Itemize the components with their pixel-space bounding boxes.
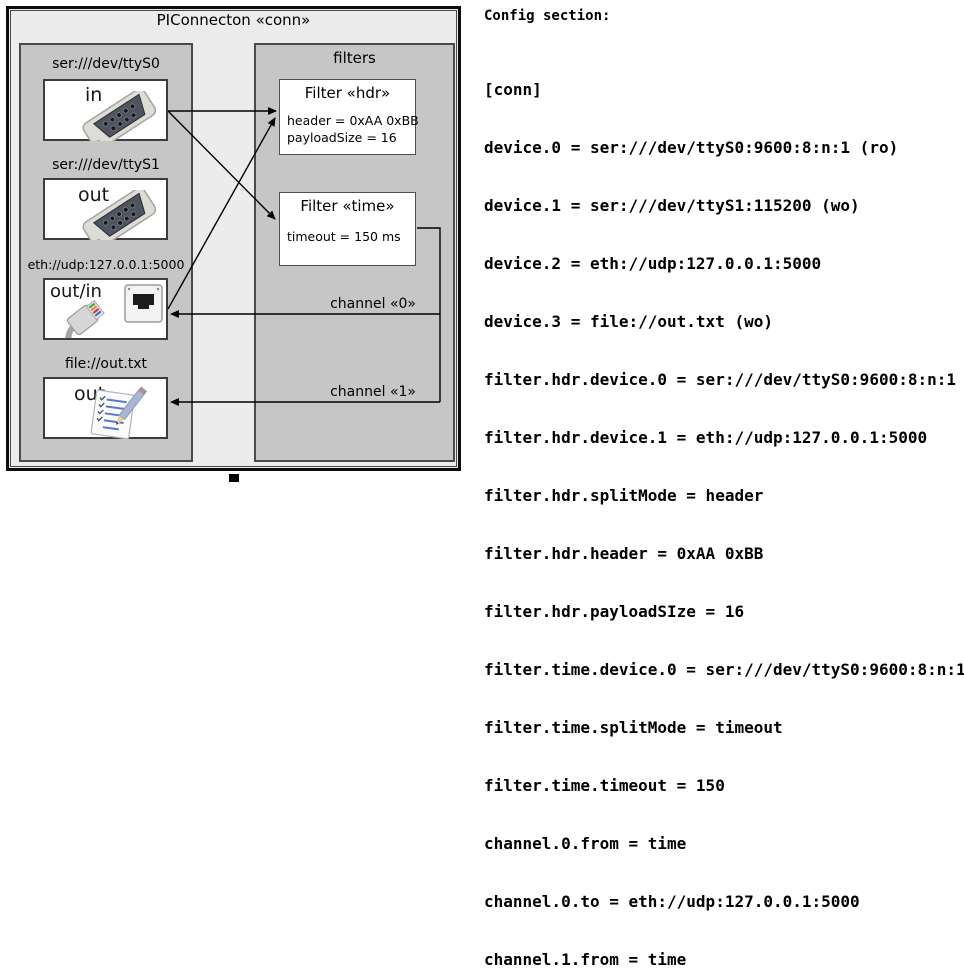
- config-line: filter.hdr.device.1 = eth://udp:127.0.0.…: [484, 427, 928, 447]
- device-box-eth: out/in: [43, 278, 168, 340]
- diagram-title: PIConnecton «conn»: [156, 11, 311, 29]
- filter-title: Filter «hdr»: [304, 84, 391, 102]
- config-line: filter.hdr.header = 0xAA 0xBB: [484, 543, 764, 563]
- config-line: device.3 = file://out.txt (wo): [484, 311, 773, 331]
- ethernet-icon: [65, 284, 163, 338]
- device-mode-label: out/in: [50, 281, 102, 302]
- device-mode-label: in: [85, 84, 103, 106]
- config-line: [conn]: [484, 79, 542, 99]
- filter-attr: header = 0xAA 0xBB: [287, 113, 419, 128]
- device-box-ttyS0: in: [43, 79, 168, 141]
- config-line: filter.hdr.device.0 = ser:///dev/ttyS0:9…: [484, 369, 957, 389]
- serial-connector-icon: [82, 190, 157, 240]
- device-box-ttyS1: out: [43, 178, 168, 240]
- config-line: device.1 = ser:///dev/ttyS1:115200 (wo): [484, 195, 860, 215]
- device-uri-label: ser:///dev/ttyS1: [52, 157, 160, 173]
- config-line: channel.0.to = eth://udp:127.0.0.1:5000: [484, 892, 860, 912]
- config-line: channel.0.from = time: [484, 834, 687, 854]
- config-line: filter.hdr.splitMode = header: [484, 485, 764, 505]
- filter-attr: payloadSize = 16: [287, 130, 397, 145]
- bottom-handle: [229, 474, 239, 482]
- filter-hdr-box: Filter «hdr» header = 0xAA 0xBB payloadS…: [279, 79, 419, 155]
- filter-attr: timeout = 150 ms: [287, 229, 401, 244]
- config-line: filter.time.device.0 = ser:///dev/ttyS0:…: [484, 660, 964, 679]
- config-line: device.2 = eth://udp:127.0.0.1:5000: [484, 253, 822, 273]
- config-line: filter.hdr.payloadSIze = 16: [484, 601, 745, 621]
- device-uri-label: file://out.txt: [64, 356, 148, 372]
- filter-title: Filter «time»: [300, 197, 395, 215]
- piconnector-diagram: PIConnecton «conn» filters ser:///dev/tt…: [6, 6, 461, 471]
- serial-connector-icon: [82, 91, 157, 141]
- config-line: channel.1.from = time: [484, 950, 687, 968]
- device-mode-label: out: [78, 184, 110, 206]
- config-line: filter.time.splitMode = timeout: [484, 718, 783, 738]
- device-box-file: out: [43, 377, 168, 440]
- config-heading: Config section:: [484, 8, 611, 24]
- device-uri-label: eth://udp:127.0.0.1:5000: [27, 257, 185, 272]
- notepad-icon: [90, 386, 148, 440]
- filters-title: filters: [333, 49, 376, 67]
- channel-1-label: channel «1»: [330, 384, 416, 400]
- config-text: [conn] device.0 = ser:///dev/ttyS0:9600:…: [484, 41, 964, 968]
- config-line: filter.time.timeout = 150: [484, 776, 725, 796]
- channel-0-label: channel «0»: [330, 296, 416, 312]
- device-uri-label: ser:///dev/ttyS0: [52, 56, 160, 72]
- config-line: device.0 = ser:///dev/ttyS0:9600:8:n:1 (…: [484, 137, 899, 157]
- filter-time-box: Filter «time» timeout = 150 ms: [279, 192, 416, 266]
